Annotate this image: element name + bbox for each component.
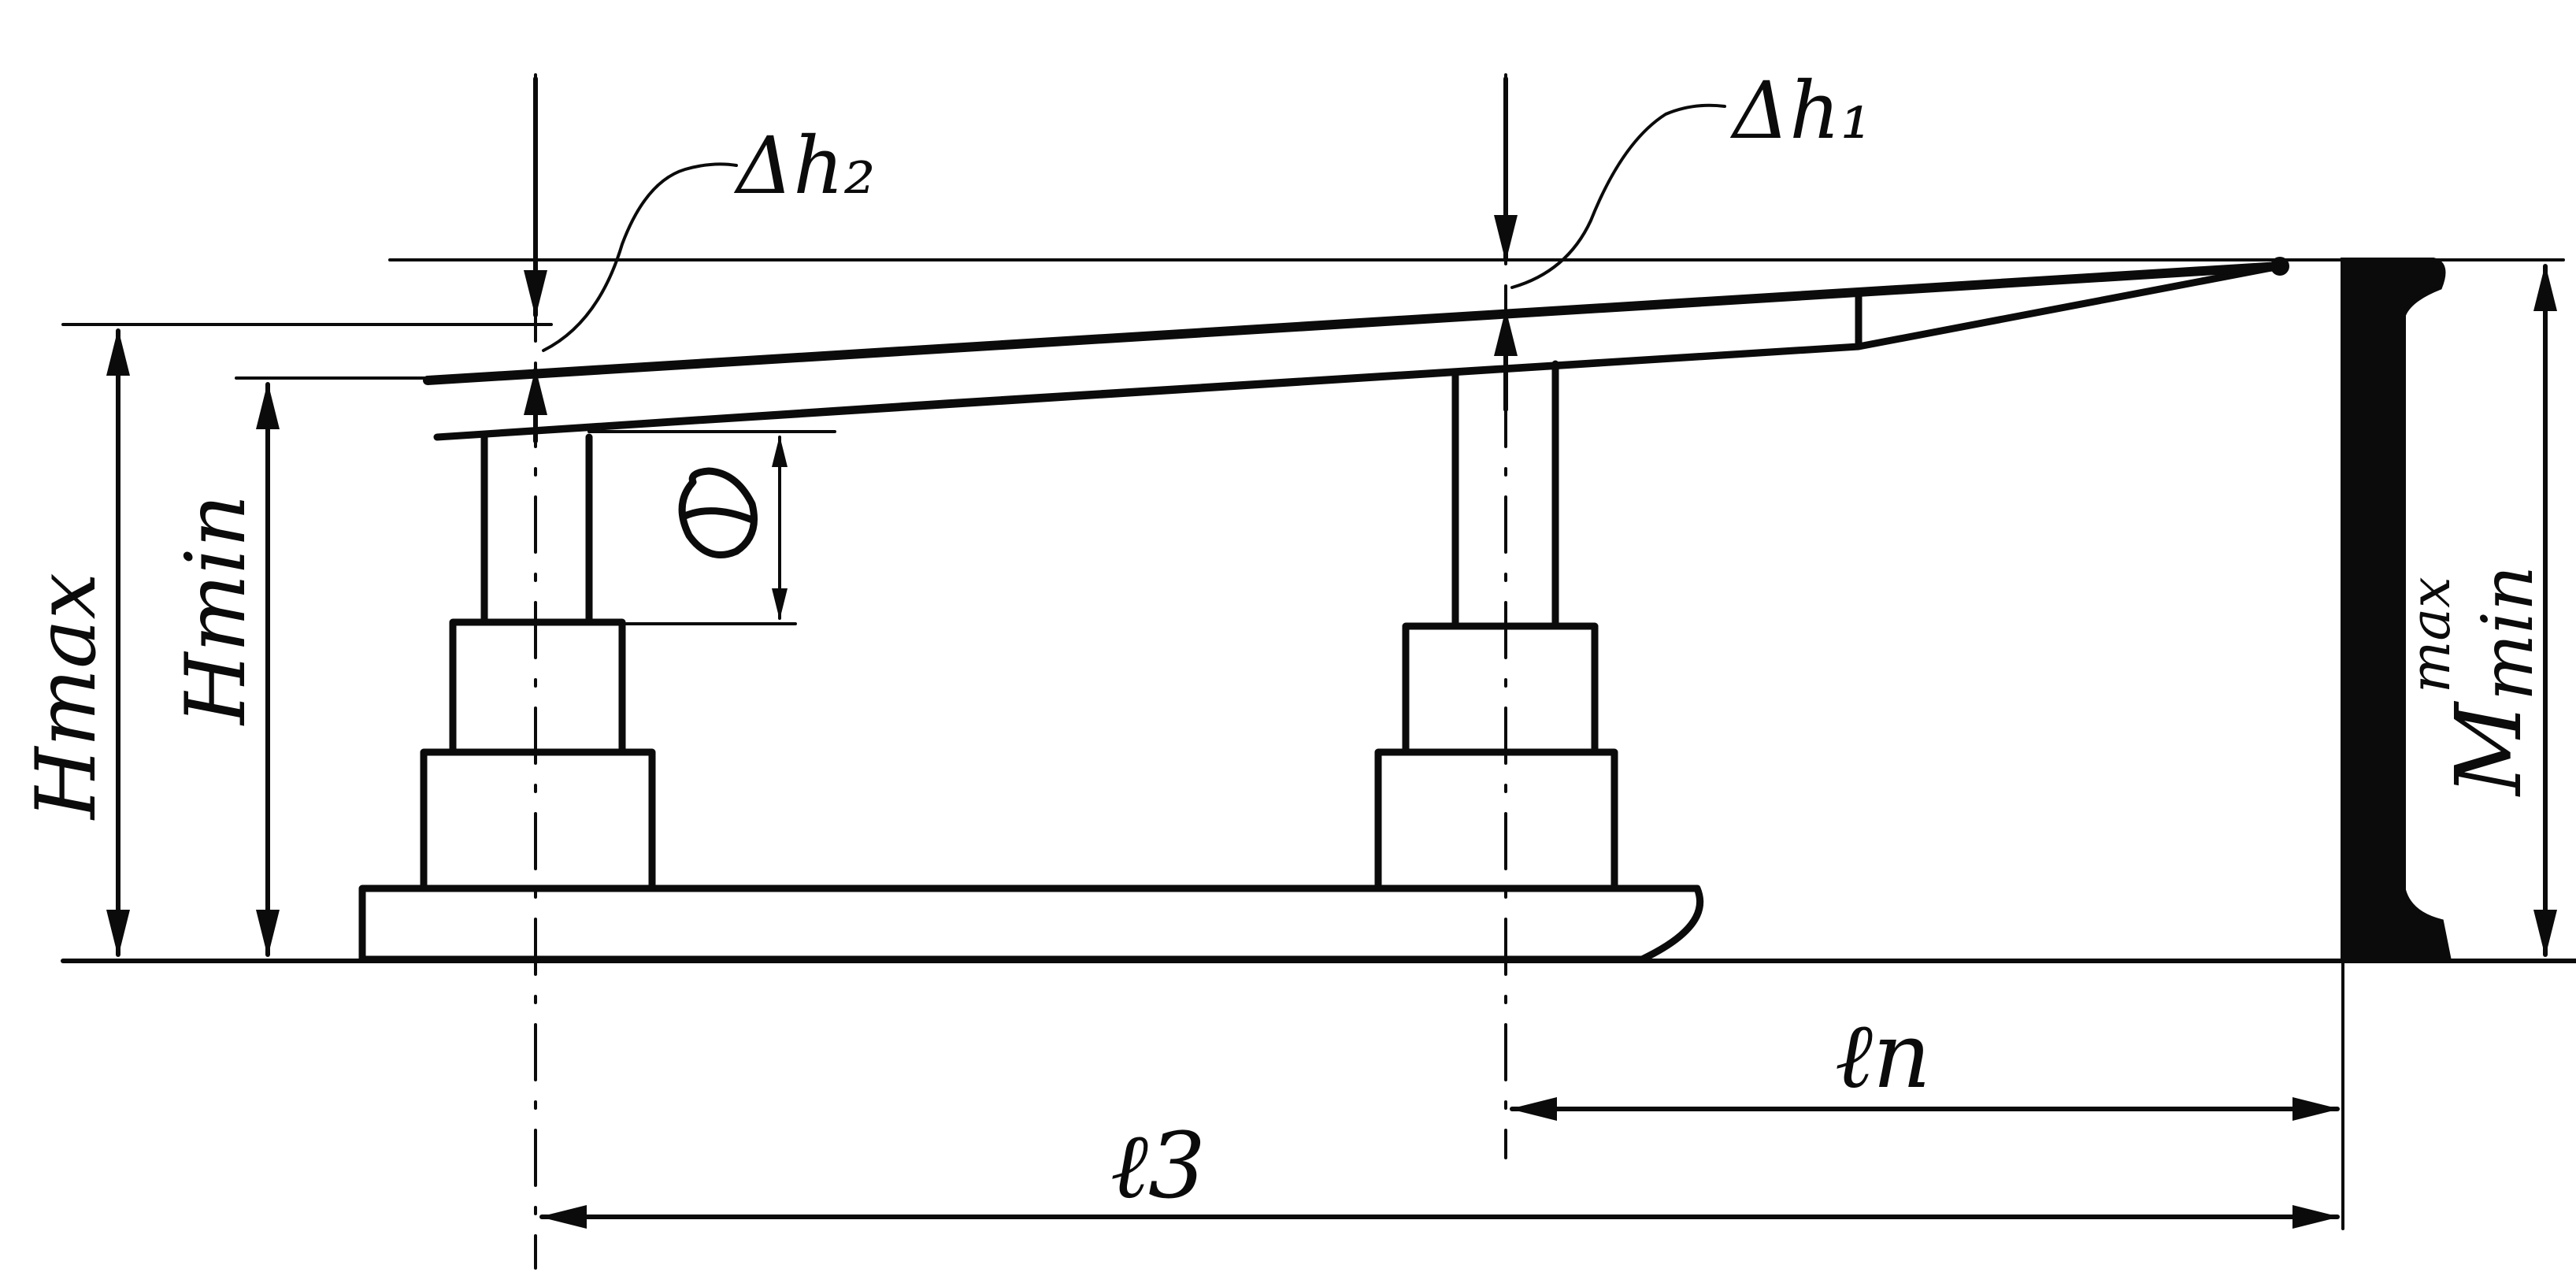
- label-m-max: max: [2398, 577, 2463, 693]
- base-platform: [358, 884, 1704, 963]
- beam-top-edge: [423, 261, 2285, 385]
- beam-tip: [2270, 257, 2289, 276]
- label-l-3: ℓ3: [1110, 1114, 1206, 1219]
- right-pedestal-lower: [1374, 748, 1618, 892]
- right-pedestal-upper: [1402, 622, 1599, 756]
- left-pedestal-upper: [449, 618, 626, 756]
- label-m-symbol: M: [2437, 700, 2542, 797]
- label-delta-h2: Δh₂: [733, 120, 876, 212]
- left-pedestal-lower: [420, 748, 656, 892]
- label-delta-h1: Δh₁: [1729, 65, 1872, 157]
- label-h-max: Hmax: [18, 573, 114, 821]
- delta-h2-leader: [542, 162, 738, 352]
- label-l-n: ℓn: [1835, 1003, 1931, 1109]
- rail-profile: [2341, 258, 2452, 963]
- label-h-min: Hmin: [168, 495, 264, 726]
- delta-h1-leader: [1510, 103, 1726, 289]
- tilted-beam: [424, 262, 2284, 441]
- angle-symbol: [678, 467, 758, 558]
- label-m-min: min: [2467, 566, 2549, 701]
